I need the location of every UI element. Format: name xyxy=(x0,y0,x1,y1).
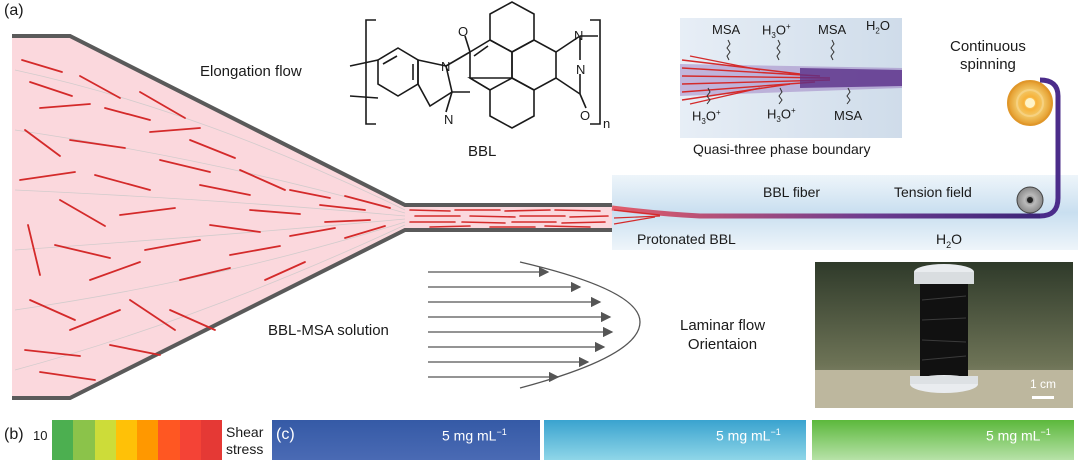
panel-a-label: (a) xyxy=(4,2,24,19)
shear-label: Shear xyxy=(226,424,264,440)
elongation-flow-label: Elongation flow xyxy=(200,63,302,80)
polymer-rods-aligned xyxy=(409,209,609,228)
laminar-flow-label: Laminar flow Orientaion xyxy=(680,316,765,354)
panel-c-label: (c) xyxy=(276,426,295,443)
bbl-structure xyxy=(349,1,601,129)
inset-rods xyxy=(681,55,831,105)
bbl-label: BBL xyxy=(468,143,497,160)
h3o-label-3: H3O+ xyxy=(767,106,796,124)
h2o-bath-label: H2O xyxy=(936,231,963,250)
colorbar-cell-2 xyxy=(73,420,95,460)
concentration-label-2: 5 mg mL−1 xyxy=(716,427,781,444)
panel-b-label: (b) xyxy=(4,426,24,443)
bbl-fiber-label: BBL fiber xyxy=(763,184,821,200)
h3o-label-1: H3O+ xyxy=(762,22,791,40)
polymer-rods-random xyxy=(19,59,391,381)
funnel-body xyxy=(12,36,612,398)
spinning-label: spinning xyxy=(960,56,1016,73)
bbl-msa-solution-label: BBL-MSA solution xyxy=(268,322,389,339)
shear-stress-label: Shear stress xyxy=(226,424,263,458)
h2o-label: H2O xyxy=(866,18,890,36)
phase-boundary-label: Quasi-three phase boundary xyxy=(693,141,871,157)
panel-c-strip-2 xyxy=(544,420,806,460)
protonated-bbl-label: Protonated BBL xyxy=(637,231,736,247)
continuous-spinning-label: Continuous spinning xyxy=(950,38,1026,74)
velocity-profile xyxy=(519,261,641,389)
repeat-n: n xyxy=(603,116,610,131)
panel-b-tick: 10 xyxy=(33,428,48,443)
scale-bar-label: 1 cm xyxy=(1030,377,1057,391)
msa-label-3: MSA xyxy=(834,108,863,123)
concentration-label-1: 5 mg mL−1 xyxy=(442,427,507,444)
funnel-wall-bottom xyxy=(12,228,612,400)
msa-label-1: MSA xyxy=(712,22,741,37)
atom-n-2: N xyxy=(444,112,453,127)
fiber-path xyxy=(1039,77,1061,219)
scale-bar xyxy=(1032,396,1054,399)
laminar-label: Laminar flow xyxy=(680,317,766,334)
colorbar-cell-7 xyxy=(179,420,201,460)
continuous-label: Continuous xyxy=(950,38,1026,55)
atom-o-2: O xyxy=(580,108,590,123)
colorbar-cell-8 xyxy=(200,420,222,460)
diffusion-squiggles xyxy=(706,39,851,105)
panel-c-strip-1 xyxy=(272,420,540,460)
atom-n-4: N xyxy=(576,62,585,77)
atom-n-1: N xyxy=(441,59,450,74)
tension-field-label: Tension field xyxy=(894,184,972,200)
shear-stress-colorbar xyxy=(52,420,222,460)
h2o-bath-h: H xyxy=(936,231,947,247)
stress-label: stress xyxy=(226,441,264,457)
laminar-flow-arrows xyxy=(428,266,614,383)
colorbar-cell-3 xyxy=(94,420,116,460)
emerging-fiber xyxy=(611,205,1040,219)
colorbar-cell-6 xyxy=(158,420,180,460)
bbl-atoms: N N N N O O n xyxy=(441,24,610,131)
funnel-wall-top xyxy=(12,34,612,207)
h3o-label-2: H3O+ xyxy=(692,108,721,126)
coagulation-bath xyxy=(612,175,1078,250)
msa-label-2: MSA xyxy=(818,22,847,37)
spinning-diagram: N N N N O O n xyxy=(12,1,1078,408)
colorbar-cell-5 xyxy=(137,420,159,460)
panel-c-strip-3 xyxy=(812,420,1074,460)
concentration-label-3: 5 mg mL−1 xyxy=(986,427,1051,444)
colorbar-cell-1 xyxy=(52,420,74,460)
atom-n-3: N xyxy=(574,28,583,43)
orientation-label: Orientaion xyxy=(687,336,758,353)
colorbar-cell-4 xyxy=(115,420,137,460)
atom-o-1: O xyxy=(458,24,468,39)
